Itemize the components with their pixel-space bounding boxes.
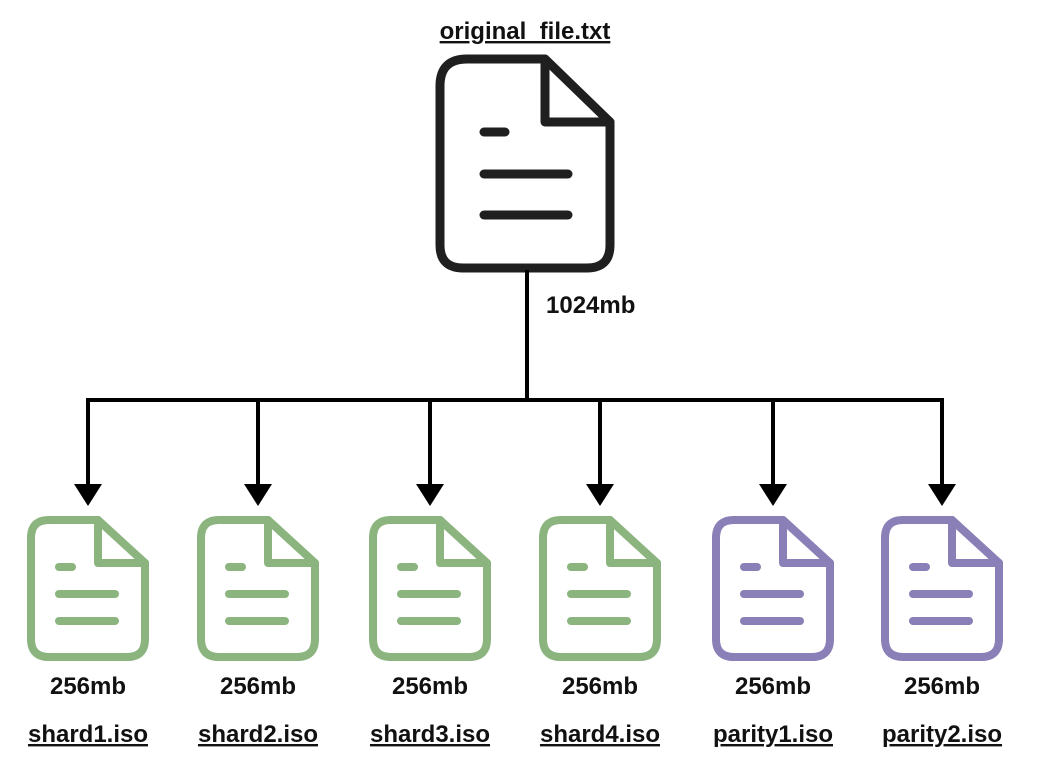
shard-filename: parity2.iso (882, 721, 1002, 748)
shard-size-label: 256mb (392, 673, 468, 700)
arrow-head-icon (928, 484, 956, 506)
shard-size-label: 256mb (562, 673, 638, 700)
parity-shard-document-icon (712, 516, 834, 661)
shard-1: 256mb shard1.iso (27, 400, 149, 748)
shard-6: 256mb parity2.iso (881, 400, 1003, 748)
arrow-head-icon (586, 484, 614, 506)
shard-filename: shard4.iso (540, 721, 660, 748)
data-shard-document-icon (369, 516, 491, 661)
arrow-head-icon (759, 484, 787, 506)
shard-3: 256mb shard3.iso (369, 400, 491, 748)
shard-filename: shard1.iso (28, 721, 148, 748)
data-shard-document-icon (197, 516, 319, 661)
shard-size-label: 256mb (50, 673, 126, 700)
split-connector (86, 270, 944, 402)
shard-list: 256mb shard1.iso 256mb shard2.iso 256mb shard… (27, 400, 1003, 748)
arrow-head-icon (244, 484, 272, 506)
shard-size-label: 256mb (220, 673, 296, 700)
data-shard-document-icon (27, 516, 149, 661)
arrow-head-icon (74, 484, 102, 506)
source-filename: original_file.txt (440, 18, 611, 45)
shard-5: 256mb parity1.iso (712, 400, 834, 748)
shard-filename: shard3.iso (370, 721, 490, 748)
shard-size-label: 256mb (904, 673, 980, 700)
source-document-icon (435, 54, 615, 273)
shard-filename: shard2.iso (198, 721, 318, 748)
source-size-label: 1024mb (546, 292, 635, 319)
shard-4: 256mb shard4.iso (539, 400, 661, 748)
arrow-head-icon (416, 484, 444, 506)
shard-2: 256mb shard2.iso (197, 400, 319, 748)
shard-filename: parity1.iso (713, 721, 833, 748)
shard-size-label: 256mb (735, 673, 811, 700)
parity-shard-document-icon (881, 516, 1003, 661)
data-shard-document-icon (539, 516, 661, 661)
